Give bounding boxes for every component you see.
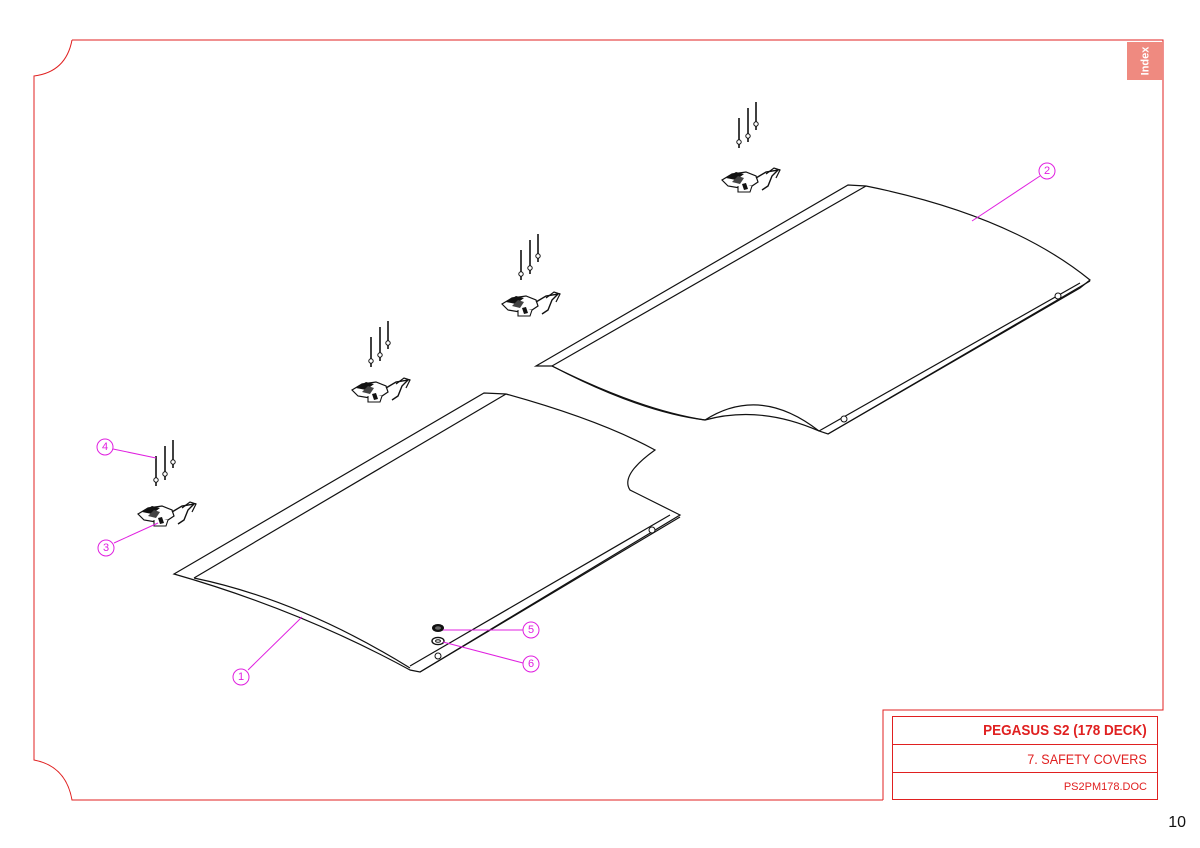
- screw-set-c: [735, 101, 760, 149]
- clip-latch-a: [351, 377, 411, 403]
- svg-text:4: 4: [102, 441, 108, 453]
- washer-part-6: [431, 636, 445, 646]
- title-block-section-row: 7. SAFETY COVERS: [893, 745, 1157, 773]
- document-name: PS2PM178.DOC: [1063, 781, 1147, 793]
- svg-text:3: 3: [103, 542, 109, 554]
- page-number: 10: [1168, 814, 1186, 831]
- title-block-document-row: PS2PM178.DOC: [893, 773, 1157, 801]
- svg-text:2: 2: [1044, 165, 1050, 177]
- safety-cover-1: [172, 392, 682, 673]
- drawing-frame: [33, 39, 1164, 801]
- callout-6: 6: [522, 655, 540, 673]
- callout-2: 2: [1038, 162, 1056, 180]
- leader-lines: [112, 175, 1041, 671]
- callout-1: 1: [232, 668, 250, 686]
- callout-3: 3: [97, 539, 115, 557]
- title-block: PEGASUS S2 (178 DECK) 7. SAFETY COVERS P…: [892, 716, 1158, 800]
- screw-set-part-4: [153, 439, 176, 487]
- clip-latch-c: [721, 167, 781, 193]
- nut-part-5: [432, 624, 444, 632]
- clip-latch-part-3: [137, 501, 197, 527]
- index-tab[interactable]: Index: [1127, 42, 1163, 80]
- section-title: 7. SAFETY COVERS: [1027, 750, 1147, 767]
- clip-latch-b: [501, 291, 561, 317]
- index-tab-label: Index: [1138, 46, 1151, 76]
- svg-text:1: 1: [238, 671, 244, 683]
- callout-4: 4: [96, 438, 114, 456]
- model-title: PEGASUS S2 (178 DECK): [983, 722, 1147, 739]
- callout-5: 5: [522, 621, 540, 639]
- title-block-model-row: PEGASUS S2 (178 DECK): [893, 717, 1157, 745]
- screw-set-a: [367, 320, 392, 368]
- safety-cover-2: [533, 184, 1091, 435]
- svg-text:5: 5: [528, 624, 534, 636]
- screw-set-b: [517, 233, 542, 281]
- svg-text:6: 6: [528, 658, 534, 670]
